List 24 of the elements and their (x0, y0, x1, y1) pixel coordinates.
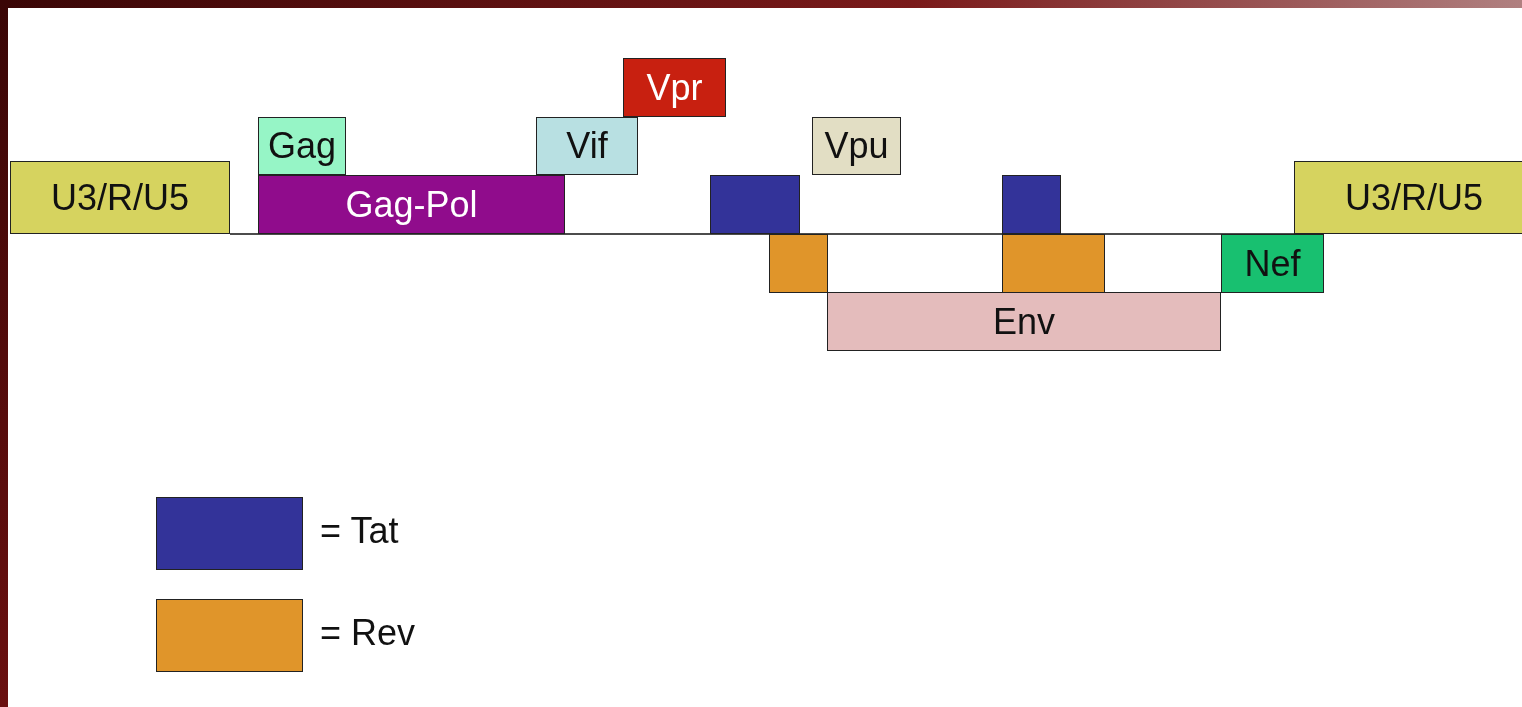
gene-box (258, 175, 565, 234)
gene-box (536, 117, 638, 175)
gene-label: Nef (1244, 242, 1301, 285)
gene-box (1221, 234, 1324, 293)
gene-label: Vpr (646, 66, 703, 109)
gene-block (1002, 175, 1061, 234)
gene-block (1002, 234, 1105, 293)
gene-box (623, 58, 726, 117)
gene-label: Env (992, 300, 1055, 343)
gene-label: Gag-Pol (345, 183, 478, 226)
gene-label: Vpu (824, 125, 889, 167)
gene-box (1294, 161, 1522, 234)
gene-label: U3/R/U5 (50, 176, 189, 219)
gene-block (710, 175, 800, 234)
gene-box (258, 117, 346, 175)
gene-box (827, 292, 1221, 351)
gene-label: Gag (267, 125, 336, 167)
gene-box (10, 161, 230, 234)
gene-box (812, 117, 901, 175)
gene-label: U3/R/U5 (1344, 176, 1483, 219)
gene-block (769, 234, 828, 293)
legend-text: = Rev (320, 612, 416, 654)
legend-text: = Tat (320, 510, 399, 552)
gene-label: Vif (566, 125, 608, 167)
